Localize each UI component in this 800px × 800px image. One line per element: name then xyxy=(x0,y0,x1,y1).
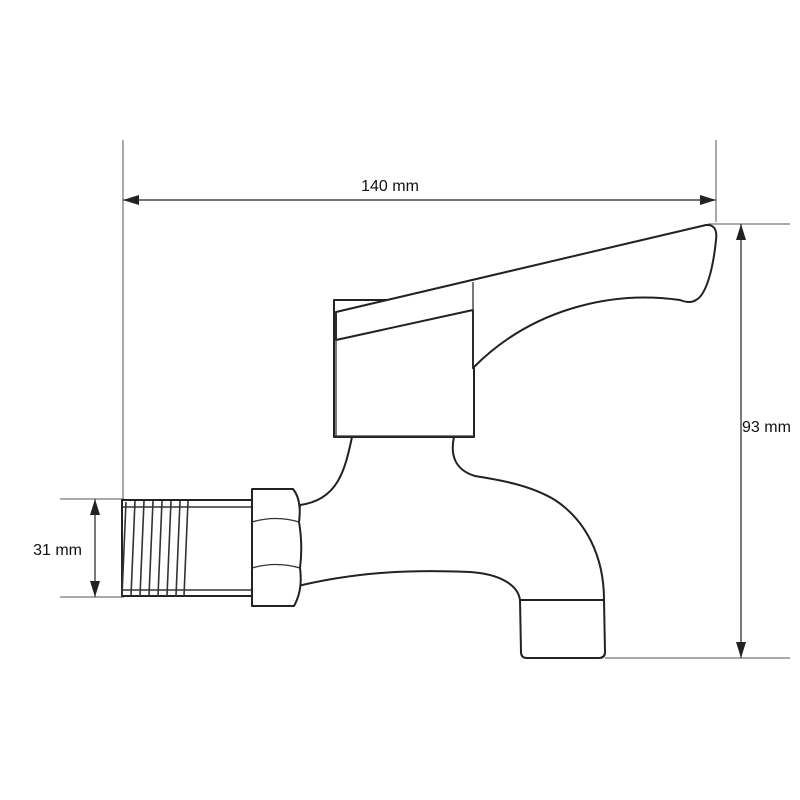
thread-dimension: 31 mm xyxy=(33,499,100,597)
height-dimension: 93 mm xyxy=(736,224,791,658)
faucet-body xyxy=(289,436,605,601)
height-dimension-label: 93 mm xyxy=(742,419,791,436)
thread-dimension-label: 31 mm xyxy=(33,542,82,559)
hex-nut xyxy=(251,488,303,607)
lever-handle xyxy=(335,223,718,438)
threaded-inlet xyxy=(121,499,253,597)
width-dimension-label: 140 mm xyxy=(361,178,419,195)
spout-outlet xyxy=(519,599,606,659)
width-dimension: 140 mm xyxy=(123,178,716,205)
